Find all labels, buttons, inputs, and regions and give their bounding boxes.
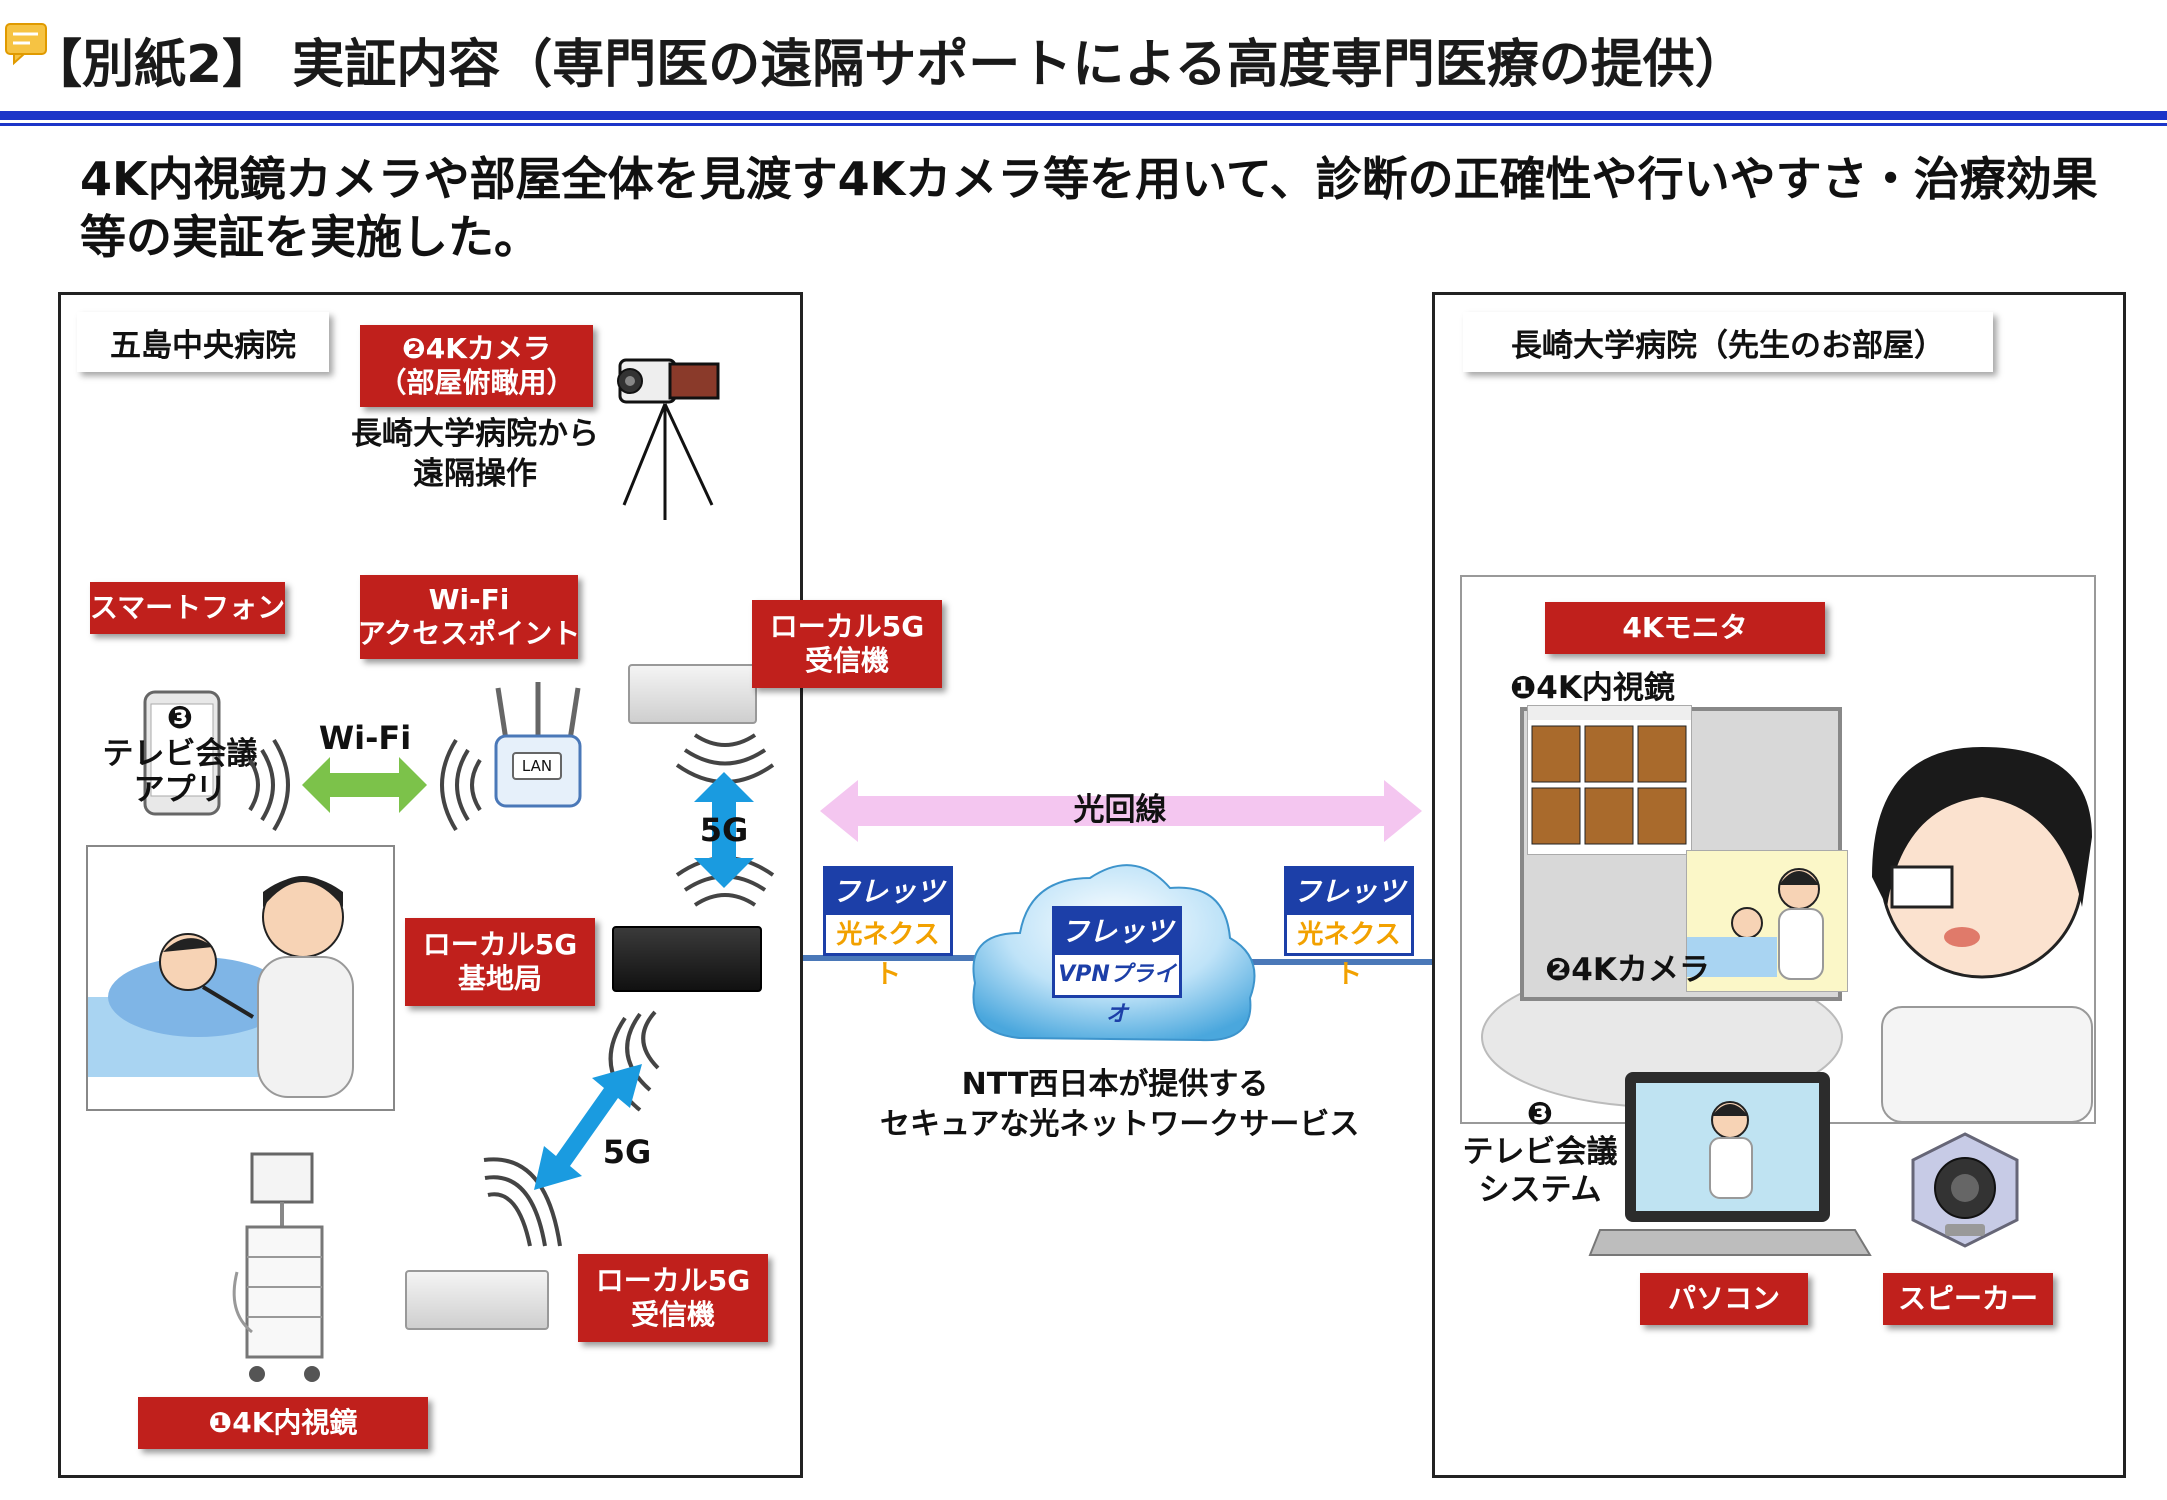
receiver-top-line2: 受信機 bbox=[804, 644, 889, 677]
local-5g-base-station-label: ローカル5G 基地局 bbox=[405, 918, 595, 1006]
left-panel-title: 五島中央病院 bbox=[77, 312, 329, 372]
page-subtitle: 4K内視鏡カメラや部屋全体を見渡す4Kカメラ等を用いて、診断の正確性や行いやすさ… bbox=[80, 150, 2130, 266]
conf-line1: テレビ会議 bbox=[1462, 1134, 1618, 1170]
local-5g-receiver-top-label: ローカル5G 受信機 bbox=[752, 600, 942, 688]
flets-text-right: フレッツ bbox=[1287, 869, 1411, 915]
4k-monitor-label: 4Kモニタ bbox=[1545, 602, 1825, 654]
ntt-line2: セキュアな光ネットワークサービス bbox=[880, 1107, 1360, 1142]
smartphone-icon bbox=[143, 690, 221, 816]
endoscope-view-label: ❶4K内視鏡 bbox=[1510, 670, 1675, 706]
wifi-router-icon bbox=[494, 682, 582, 808]
wifi-ap-label: Wi-Fi アクセスポイント bbox=[357, 575, 581, 659]
vpn-text: VPNプライオ bbox=[1058, 962, 1176, 1027]
hikari-text-left: 光ネクスト bbox=[836, 920, 940, 990]
camera-note-line1: 長崎大学病院から bbox=[351, 416, 599, 452]
smartphone-label: スマートフォン bbox=[90, 582, 285, 634]
header-rule-thin bbox=[0, 123, 2167, 126]
hikari-text-right: 光ネクスト bbox=[1297, 920, 1401, 990]
page-title: 【別紙2】 実証内容（専門医の遠隔サポートによる高度専門医療の提供） bbox=[30, 35, 1747, 95]
app-number: ❸ bbox=[166, 700, 194, 736]
camera-label-line1: ❷4Kカメラ bbox=[402, 332, 551, 365]
tv-conference-system: ❸ テレビ会議 システム bbox=[1460, 1095, 1620, 1209]
wifi-arrow-icon bbox=[302, 757, 427, 813]
tv-conference-app: ❸ テレビ会議 アプリ bbox=[100, 700, 260, 808]
receiver-top-line1: ローカル5G bbox=[769, 610, 925, 643]
pc-label: パソコン bbox=[1640, 1273, 1808, 1325]
conf-line2: システム bbox=[1478, 1172, 1602, 1208]
local-5g-receiver-top-device bbox=[628, 664, 757, 724]
fiber-arrow-icon bbox=[820, 780, 1422, 842]
camera-label-line2: （部屋俯瞰用） bbox=[378, 366, 575, 399]
base-line1: ローカル5G bbox=[422, 928, 578, 961]
flets-hikari-badge-right: フレッツ 光ネクスト bbox=[1284, 866, 1414, 990]
5g-text-bottom: 5G bbox=[602, 1133, 652, 1171]
receiver-bottom-line1: ローカル5G bbox=[595, 1264, 751, 1297]
5g-arrow-vertical-icon bbox=[694, 772, 754, 888]
flets-text-left: フレッツ bbox=[826, 869, 950, 915]
camera-label: ❷4Kカメラ （部屋俯瞰用） bbox=[360, 325, 593, 407]
subtitle-line-2: 等の実証を実施した。 bbox=[80, 210, 540, 264]
camera-view-label: ❷4Kカメラ bbox=[1545, 952, 1710, 988]
fiber-label: 光回線 bbox=[1073, 792, 1167, 828]
subtitle-line-1: 4K内視鏡カメラや部屋全体を見渡す4Kカメラ等を用いて、診断の正確性や行いやすさ… bbox=[80, 152, 2098, 206]
wifi-text: Wi-Fi bbox=[318, 719, 412, 757]
local-5g-base-station-device bbox=[612, 926, 762, 992]
camera-note-line2: 遠隔操作 bbox=[413, 456, 537, 492]
lan-badge: LAN bbox=[512, 752, 562, 780]
right-panel-title: 長崎大学病院（先生のお部屋） bbox=[1463, 312, 1993, 372]
flets-text-vpn: フレッツ bbox=[1055, 909, 1179, 955]
monitor-endoscope-screen bbox=[1527, 705, 1692, 855]
conf-number: ❸ bbox=[1526, 1096, 1554, 1132]
ntt-service-caption: NTT西日本が提供する セキュアな光ネットワークサービス bbox=[880, 1065, 1360, 1145]
monitor-camera-view bbox=[1686, 850, 1848, 992]
laptop-icon bbox=[1588, 1072, 1872, 1256]
app-line1: テレビ会議 bbox=[102, 736, 258, 772]
comment-icon bbox=[4, 22, 50, 66]
local-5g-receiver-bottom-device bbox=[405, 1270, 549, 1330]
patient-exam-illustration bbox=[86, 845, 395, 1111]
flets-vpn-badge: フレッツ VPNプライオ bbox=[1052, 906, 1182, 1027]
speaker-icon bbox=[1911, 1132, 2019, 1248]
ntt-line1: NTT西日本が提供する bbox=[961, 1067, 1269, 1102]
base-line2: 基地局 bbox=[457, 962, 542, 995]
endoscope-cart-icon bbox=[232, 1152, 324, 1382]
5g-text-top: 5G bbox=[699, 811, 749, 849]
local-5g-receiver-bottom-label: ローカル5G 受信機 bbox=[578, 1254, 768, 1342]
wifi-waves-icon bbox=[248, 738, 482, 832]
header-rule bbox=[0, 111, 2167, 120]
camera-tripod-icon bbox=[617, 358, 720, 520]
flets-hikari-badge-left: フレッツ 光ネクスト bbox=[823, 866, 953, 990]
speaker-label: スピーカー bbox=[1883, 1273, 2053, 1325]
receiver-bottom-line2: 受信機 bbox=[630, 1298, 715, 1331]
app-line2: アプリ bbox=[133, 772, 227, 808]
wifi-ap-label-line2: アクセスポイント bbox=[357, 617, 581, 650]
camera-note: 長崎大学病院から 遠隔操作 bbox=[330, 414, 620, 494]
wifi-ap-label-line1: Wi-Fi bbox=[428, 583, 510, 616]
5g-arrow-diagonal-icon bbox=[534, 1064, 642, 1190]
endoscope-label: ❶4K内視鏡 bbox=[138, 1397, 428, 1449]
